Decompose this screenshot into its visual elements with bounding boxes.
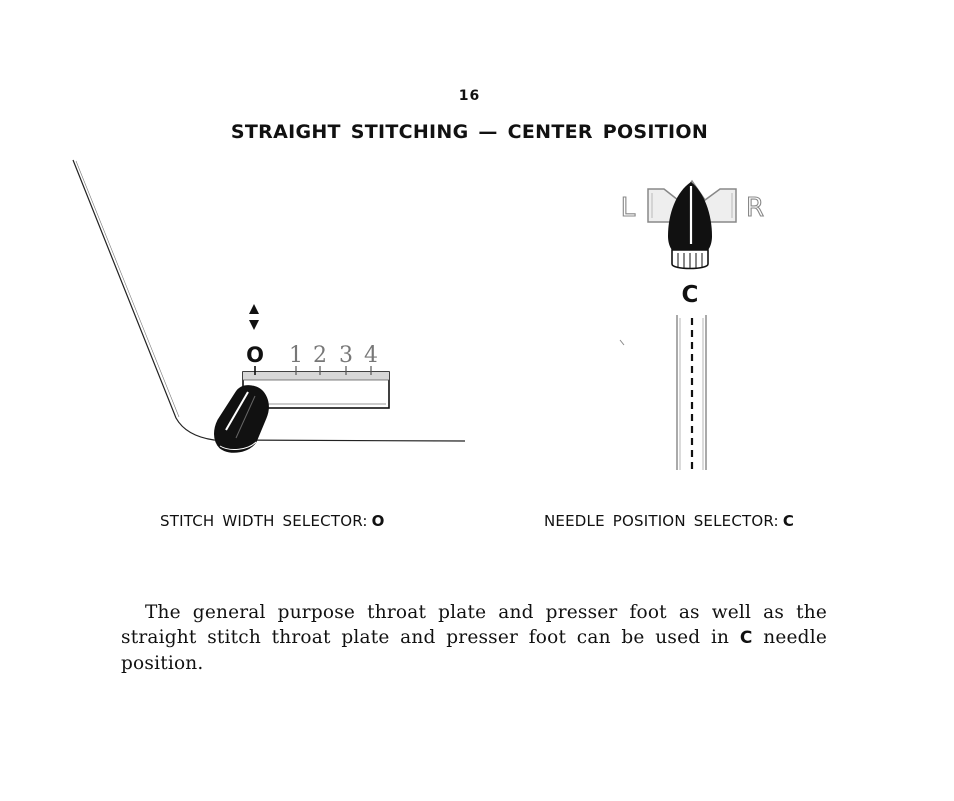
stitch-width-zero-label: O bbox=[246, 343, 264, 367]
body-needle-position-highlight: C bbox=[739, 628, 753, 648]
body-line-2-end: needle bbox=[763, 627, 827, 648]
stitch-width-scale-1: 1 bbox=[289, 343, 303, 368]
page-title: STRAIGHT STITCHING — CENTER POSITION bbox=[230, 121, 709, 143]
body-line-3: position. bbox=[121, 653, 204, 674]
stitch-width-figure: O 1 2 3 4 bbox=[72, 159, 466, 453]
machine-body-outline-inner bbox=[75, 160, 180, 418]
page-number: 16 bbox=[458, 88, 481, 104]
needle-position-caption-value: C bbox=[782, 512, 795, 530]
body-paragraph: The general purpose throat plate and pre… bbox=[121, 600, 827, 676]
body-line-2: straight stitch throat plate and presser… bbox=[121, 625, 827, 651]
needle-position-caption-label: NEEDLE POSITION SELECTOR: bbox=[544, 512, 779, 530]
machine-body-outline bbox=[72, 159, 466, 442]
stitch-width-caption-label: STITCH WIDTH SELECTOR: bbox=[160, 512, 368, 530]
stitch-width-caption: STITCH WIDTH SELECTOR:O bbox=[160, 512, 385, 530]
body-line-1: The general purpose throat plate and pre… bbox=[145, 602, 827, 623]
up-down-arrow-icon bbox=[249, 304, 259, 330]
stitch-width-scale-2: 2 bbox=[313, 343, 327, 368]
stitch-width-lever-knob[interactable] bbox=[214, 385, 269, 453]
stitch-width-caption-value: O bbox=[371, 512, 385, 530]
stitch-width-scale-3: 3 bbox=[339, 343, 353, 368]
stitch-guide-lines bbox=[676, 315, 707, 470]
needle-position-figure: L R C bbox=[619, 179, 765, 470]
needle-position-caption: NEEDLE POSITION SELECTOR:C bbox=[544, 512, 794, 530]
needle-position-center-label: C bbox=[682, 282, 699, 308]
needle-position-left-label: L bbox=[621, 193, 636, 223]
body-line-2-start: straight stitch throat plate and presser… bbox=[121, 627, 730, 648]
needle-position-right-label: R bbox=[746, 193, 764, 223]
needle-position-knob[interactable] bbox=[668, 182, 712, 270]
stitch-width-scale-4: 4 bbox=[364, 343, 378, 368]
